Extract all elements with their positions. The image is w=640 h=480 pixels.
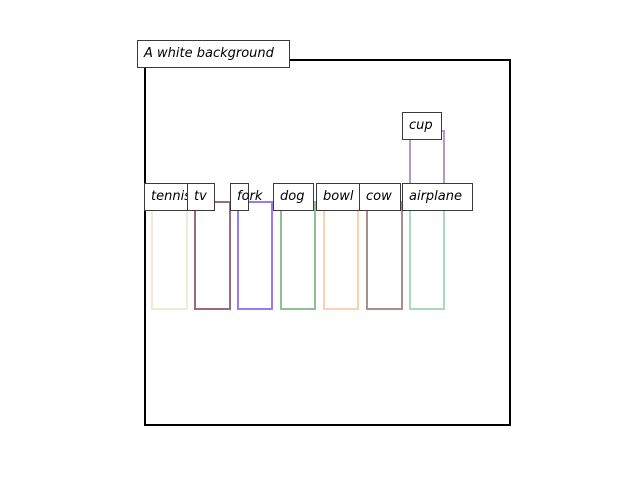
label-fork: fork bbox=[230, 183, 262, 211]
label-cup: cup bbox=[402, 112, 442, 140]
label-airplane: airplane bbox=[402, 183, 473, 211]
box-tv bbox=[194, 201, 231, 310]
box-tennis-racket bbox=[151, 201, 188, 310]
canvas-frame bbox=[144, 59, 511, 426]
box-fork bbox=[237, 201, 273, 310]
label-dog: dog bbox=[273, 183, 314, 211]
label-tv: tv bbox=[187, 183, 215, 211]
box-airplane bbox=[409, 201, 445, 310]
box-bowl bbox=[323, 201, 359, 310]
box-cow bbox=[366, 201, 403, 310]
label-bowl: bowl bbox=[316, 183, 363, 211]
caption-label: A white background bbox=[137, 40, 290, 68]
label-cow: cow bbox=[359, 183, 401, 211]
box-dog bbox=[280, 201, 316, 310]
